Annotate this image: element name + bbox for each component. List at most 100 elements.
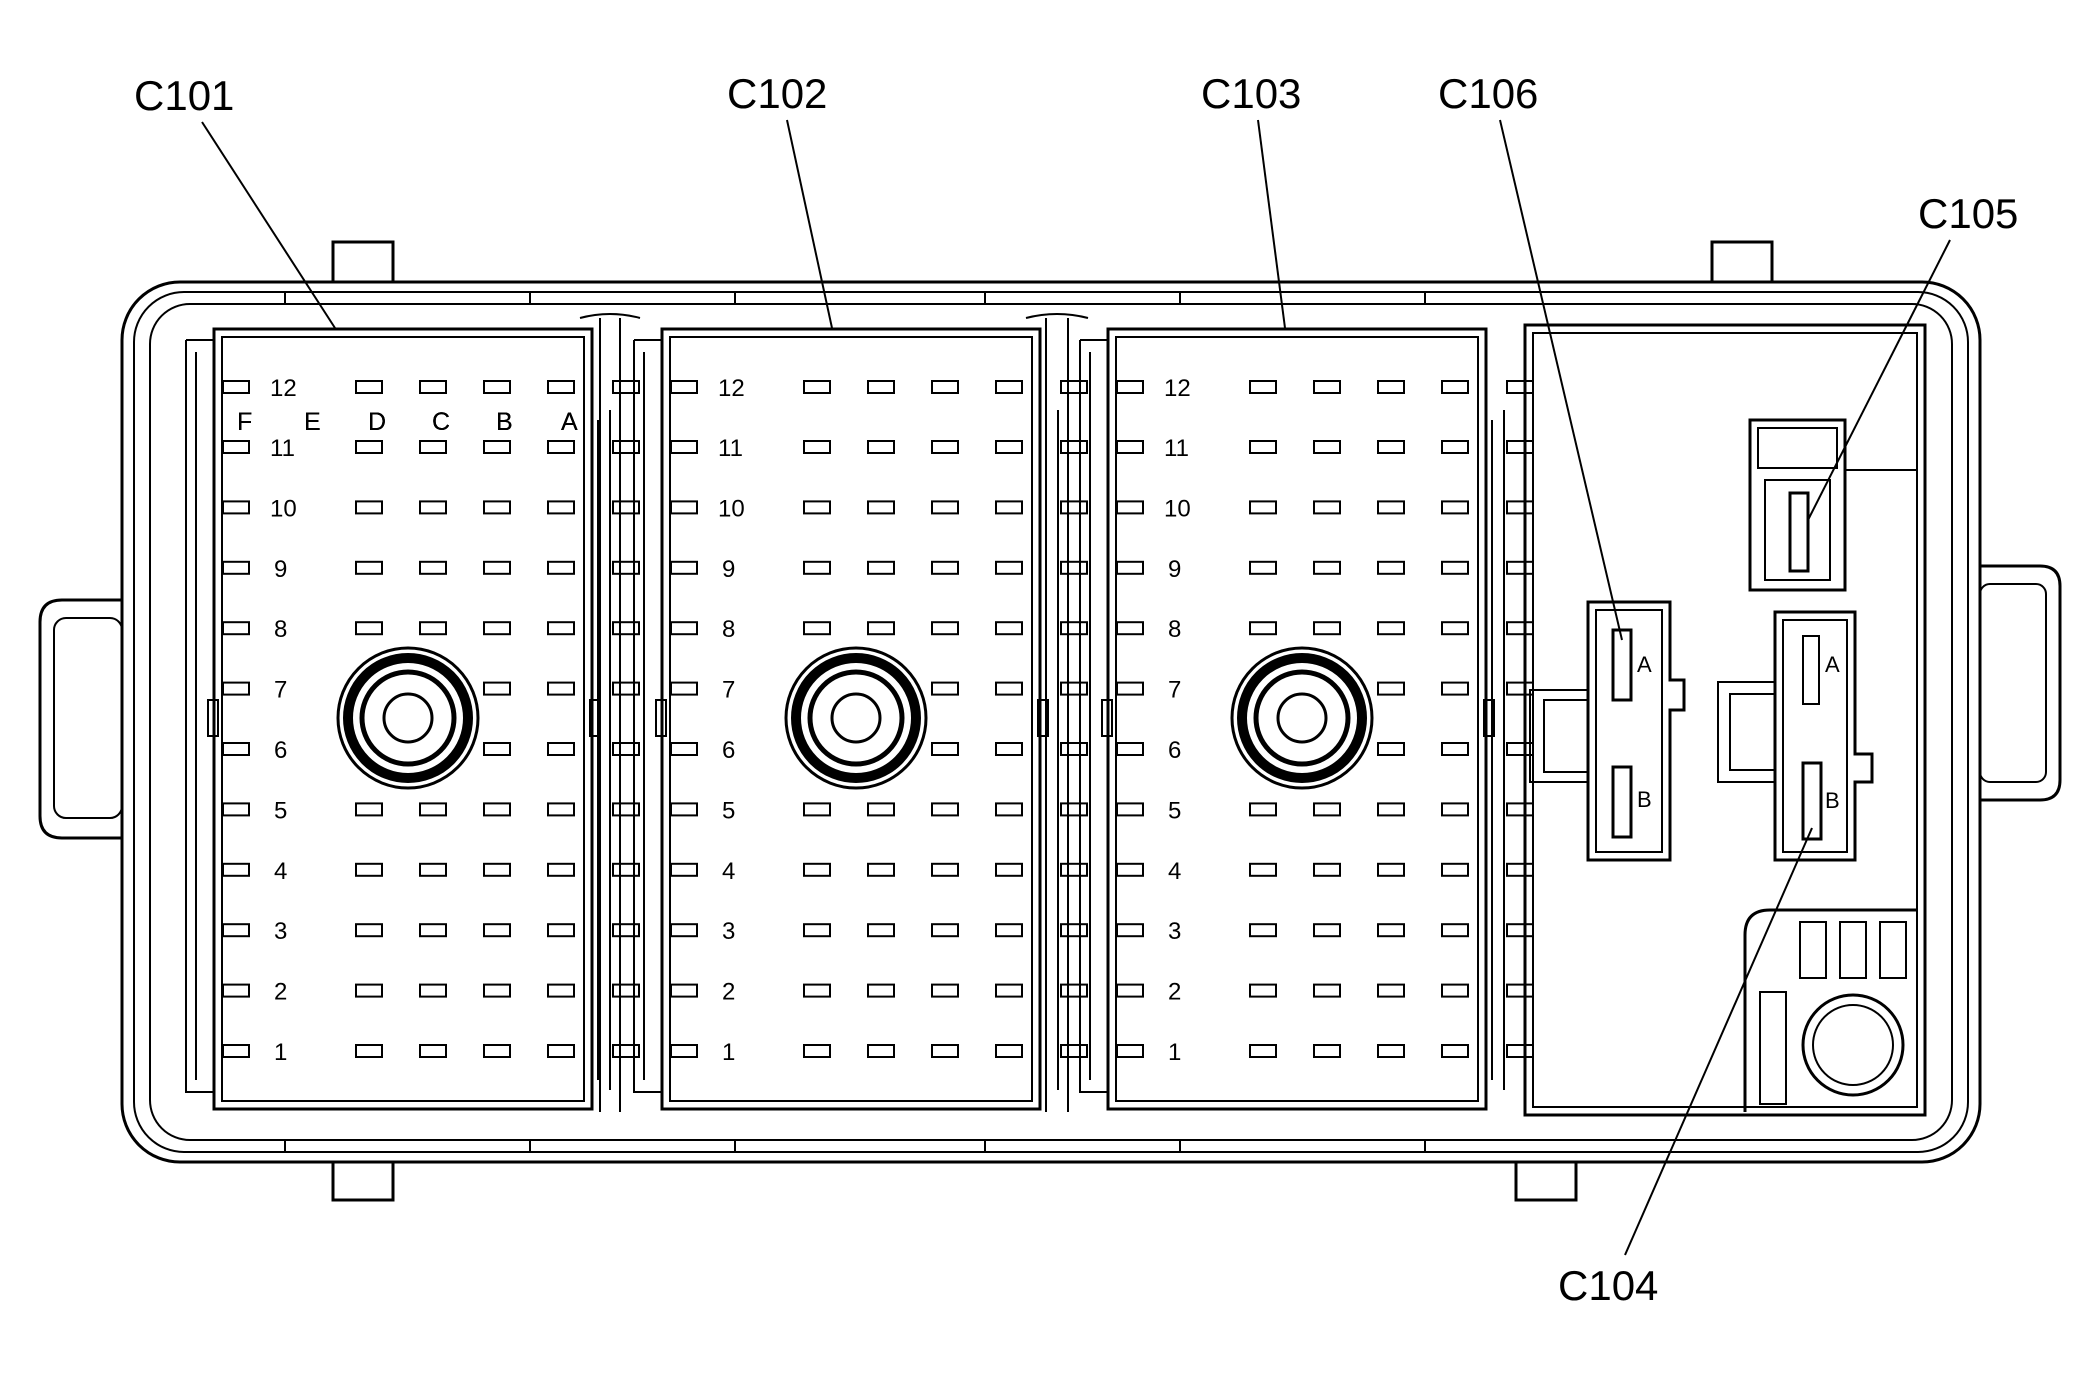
- c101-cavity: [483, 621, 511, 636]
- c104-cavity-a-terminal: [1802, 635, 1820, 705]
- c102-cavity: [867, 621, 895, 636]
- c103-cavity: [1377, 380, 1405, 394]
- c101-cavity: [355, 500, 383, 515]
- c101-cavity: [355, 802, 383, 817]
- c102-cavity: [803, 440, 831, 454]
- c101-row-label-9: 9: [274, 556, 287, 583]
- c101-cavity: [419, 380, 447, 394]
- c101-cavity: [483, 440, 511, 454]
- callout-c102: C102: [727, 70, 827, 117]
- c101-cavity: [222, 440, 250, 454]
- c106-connector: A B: [1529, 600, 1686, 862]
- c101-cavity: [612, 380, 640, 394]
- c101-cavity: [612, 802, 640, 817]
- c102-cavity: [670, 983, 698, 998]
- c103-cavity: [1249, 440, 1277, 454]
- c102-row-label-5: 5: [722, 797, 735, 824]
- block-housing: [38, 240, 2062, 1202]
- c103-cavity: [1249, 380, 1277, 394]
- c102-cavity: [1060, 1044, 1088, 1058]
- mounting-boss: [1801, 993, 1905, 1097]
- c102-cavity: [867, 500, 895, 515]
- c102-cavity: [995, 500, 1023, 515]
- c101-cavity: [355, 380, 383, 394]
- c102-cavity: [1060, 621, 1088, 636]
- c101-cavity: [355, 1044, 383, 1058]
- c103-cavity: [1441, 742, 1469, 756]
- c102-cavity: [931, 621, 959, 636]
- c102-cavity: [931, 862, 959, 877]
- c101-row-label-2: 2: [274, 979, 287, 1006]
- c103-row-label-1: 1: [1168, 1039, 1181, 1066]
- c101-column-label-c: C: [432, 408, 450, 436]
- c102-row-label-10: 10: [718, 495, 745, 522]
- c101-row-label-11: 11: [270, 435, 295, 462]
- c103-row-label-5: 5: [1168, 797, 1181, 824]
- c101-cavity: [222, 923, 250, 938]
- connector-divider-1: [579, 313, 641, 1112]
- c103-column-label-b: B: [496, 408, 513, 436]
- c101-cavity: [419, 500, 447, 515]
- c103-row-label-12: 12: [1164, 375, 1191, 402]
- c102-cavity: [995, 862, 1023, 877]
- c102-cavity: [995, 380, 1023, 394]
- c102-cavity: [670, 621, 698, 636]
- c103-cavity: [1441, 923, 1469, 938]
- c103-cavity: [1249, 802, 1277, 817]
- c101-cavity: [483, 983, 511, 998]
- c102-cavity: [995, 802, 1023, 817]
- c102-cavity: [867, 983, 895, 998]
- c101-cavity: [222, 621, 250, 636]
- c102-cavity: [803, 560, 831, 575]
- c103-cavity: [1441, 380, 1469, 394]
- c102-cavity: [931, 681, 959, 696]
- c102-cavity: [995, 983, 1023, 998]
- c101-cavity: [222, 380, 250, 394]
- c101-cavity: [547, 500, 575, 515]
- c103-row-label-6: 6: [1168, 737, 1181, 764]
- c103-cavity: [1441, 440, 1469, 454]
- c101-cavity: [419, 560, 447, 575]
- c102-row-label-12: 12: [718, 375, 745, 402]
- c103-cavity: [1249, 862, 1277, 877]
- c104-cavity-b-terminal: [1801, 761, 1823, 841]
- c102-column-label-d: D: [368, 408, 386, 436]
- c103-cavity: [1377, 1044, 1405, 1058]
- c101-cavity: [547, 983, 575, 998]
- c103-cavity: [1313, 500, 1341, 515]
- c102-cavity: [995, 923, 1023, 938]
- c103-cavity: [1313, 983, 1341, 998]
- c102-cavity: [803, 923, 831, 938]
- c101-column-label-f: F: [237, 408, 252, 436]
- c101-cavity: [222, 862, 250, 877]
- c102-cavity: [867, 1044, 895, 1058]
- lower-right-molding: [1743, 908, 1917, 1112]
- c102-cavity: [867, 440, 895, 454]
- c102-cavity: [803, 500, 831, 515]
- c102-row-label-2: 2: [722, 979, 735, 1006]
- c101-cavity: [612, 983, 640, 998]
- c103-cavity: [1441, 681, 1469, 696]
- c103-cavity: [1441, 862, 1469, 877]
- c103-cavity: [1313, 862, 1341, 877]
- c101-cavity: [222, 500, 250, 515]
- c101-cavity: [547, 681, 575, 696]
- c103-column-label-f: F: [237, 408, 252, 436]
- callout-c106: C106: [1438, 70, 1538, 117]
- c101-cavity: [483, 681, 511, 696]
- c103-cavity: [1116, 923, 1144, 938]
- c101-cavity: [547, 923, 575, 938]
- c104-connector: A B: [1717, 610, 1874, 862]
- c102-cavity: [670, 500, 698, 515]
- c102-cavity: [670, 802, 698, 817]
- c101-cavity: [222, 742, 250, 756]
- c102-cavity: [931, 500, 959, 515]
- c101-cavity: [612, 500, 640, 515]
- c101-cavity: [612, 621, 640, 636]
- c102-cavity: [803, 1044, 831, 1058]
- c102-cavity: [1060, 560, 1088, 575]
